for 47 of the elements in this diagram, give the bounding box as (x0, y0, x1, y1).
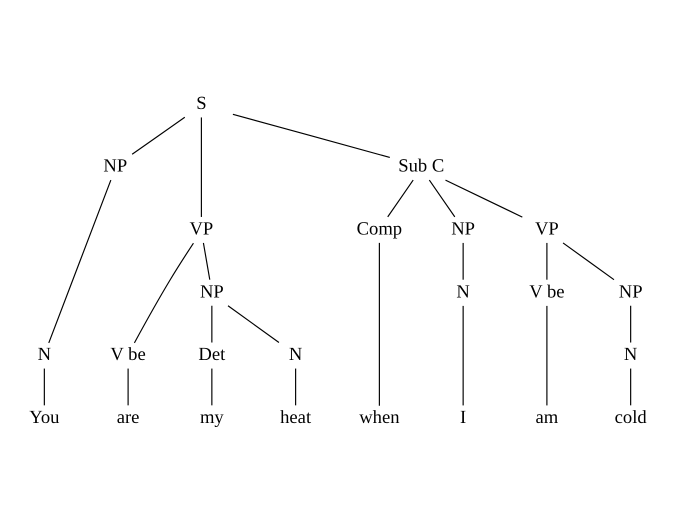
node-text: Det (198, 344, 226, 366)
connector (428, 180, 456, 218)
connector (200, 117, 202, 217)
node-text: NP (618, 281, 643, 302)
connector (445, 180, 523, 218)
node-text: heat (280, 406, 312, 428)
node-text: S (196, 92, 207, 114)
node-text: N (288, 344, 302, 366)
node-text: when (359, 406, 400, 428)
connector (462, 306, 464, 406)
node-text: V be (110, 344, 146, 366)
connector (128, 368, 129, 406)
node-text: N (456, 281, 470, 302)
connector (378, 242, 380, 406)
connector (211, 306, 212, 343)
node-text: VP (189, 218, 214, 240)
node-text: You (29, 406, 60, 428)
connector (202, 242, 210, 280)
node-text: VP (535, 218, 559, 240)
connector (232, 114, 390, 158)
node-text: NP (200, 281, 224, 302)
node-text: cold (614, 406, 647, 428)
node-text: Sub C (398, 156, 444, 177)
connector (134, 242, 194, 344)
connector (562, 242, 614, 280)
connector (546, 306, 548, 406)
node-text: NP (451, 218, 476, 240)
connector (546, 242, 548, 280)
node-text: V be (529, 281, 565, 302)
node-text: are (116, 406, 140, 428)
node-text: am (536, 406, 558, 428)
node-text: N (624, 344, 638, 366)
connector (44, 368, 45, 406)
connector (630, 306, 632, 343)
connector (211, 368, 212, 406)
connector (132, 116, 186, 155)
node-text: Comp (356, 218, 402, 240)
connector (462, 242, 464, 280)
node-text: N (38, 344, 52, 366)
connector (295, 368, 296, 406)
node-text: NP (103, 156, 128, 177)
connector (387, 180, 414, 218)
connector (630, 368, 632, 406)
connector (48, 180, 112, 344)
connector (228, 305, 280, 343)
node-text: my (200, 406, 224, 428)
node-text: I (460, 406, 466, 428)
